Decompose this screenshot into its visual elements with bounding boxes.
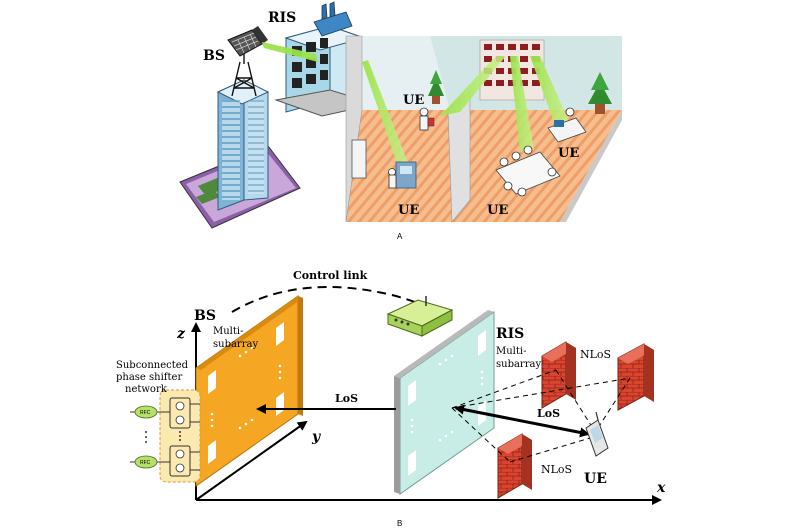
indoor-beams xyxy=(362,56,570,172)
los-arrow-ris-ue xyxy=(454,404,590,438)
plant-right xyxy=(588,72,612,114)
ue-label-b: UE xyxy=(584,471,607,487)
ris-multi-line2: subarray xyxy=(496,359,541,370)
bs-multi-line2: subarray xyxy=(213,339,258,350)
x-axis-label: x xyxy=(656,480,666,496)
ue-meeting-table xyxy=(495,145,561,197)
y-axis-label: y xyxy=(311,429,321,445)
plant-left xyxy=(428,70,444,104)
z-axis-label: z xyxy=(176,326,186,342)
brick-wall-right xyxy=(617,343,654,411)
ris-panel xyxy=(394,310,495,495)
bs-multi-line1: Multi- xyxy=(213,326,243,337)
ue-label-right: UE xyxy=(558,146,579,161)
ue-laptop-right xyxy=(547,107,587,143)
panel-a-caption: A xyxy=(397,232,403,241)
control-link-arc xyxy=(231,286,447,317)
ue-label-lower-left: UE xyxy=(398,203,419,218)
ue-kiosk-lower-left xyxy=(388,161,417,189)
panel-b-caption: B xyxy=(397,519,402,528)
phase-label-line3: network xyxy=(125,384,168,395)
ue-phone-icon xyxy=(585,411,609,457)
y-axis-line xyxy=(195,420,308,501)
bs-panel xyxy=(195,295,303,487)
bs-dots xyxy=(210,346,282,430)
ris-multi-line1: Multi- xyxy=(496,346,526,357)
bs-label-a: BS xyxy=(203,48,225,64)
rfc-top-label: RFC xyxy=(140,410,151,416)
brick-wall-top xyxy=(541,341,576,409)
panel-b: z y x Control link xyxy=(116,269,666,528)
bs-label-b: BS xyxy=(194,308,216,324)
nlos-label-bottom: NLoS xyxy=(541,463,572,476)
ue-label-lower-mid: UE xyxy=(487,203,508,218)
ue-label-upper-left: UE xyxy=(403,93,424,108)
los-label-right: LoS xyxy=(537,407,560,420)
ue-person-upper-left xyxy=(419,107,435,131)
router-icon xyxy=(386,296,454,337)
ris-label-b: RIS xyxy=(496,326,524,342)
ris-label-a: RIS xyxy=(268,10,296,26)
control-link-label: Control link xyxy=(293,269,368,282)
beam-bs-to-ris xyxy=(262,42,318,62)
los-label-left: LoS xyxy=(335,392,358,405)
bs-skyscraper xyxy=(216,79,270,211)
brick-wall-bottom xyxy=(497,433,532,499)
nlos-label-top: NLoS xyxy=(580,348,611,361)
bs-antenna xyxy=(227,26,268,57)
indoor-rooms xyxy=(345,35,622,223)
ris-rooftop-antennas xyxy=(313,1,353,37)
room-door xyxy=(351,139,367,179)
ris-dots xyxy=(410,354,484,442)
phase-shifter-network xyxy=(130,389,201,483)
phase-label-line1: Subconnected xyxy=(116,360,189,371)
panel-a: BS xyxy=(179,1,622,241)
phase-label-line2: phase shifter xyxy=(116,372,182,383)
rfc-bottom-label: RFC xyxy=(140,460,151,466)
